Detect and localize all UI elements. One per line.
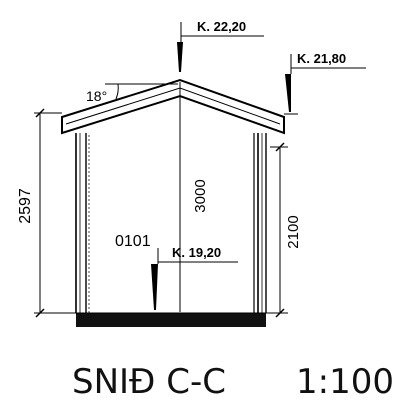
- floor-slab: [76, 313, 266, 327]
- wall-height-label: 2100: [285, 215, 302, 248]
- section-title: SNIÐ C-C: [72, 362, 226, 402]
- ridge-level-label: K. 22,20: [197, 19, 246, 34]
- total-height-dimension: [34, 108, 74, 318]
- floor-level-marker: [151, 248, 238, 310]
- ridge-height-label: 3000: [192, 179, 209, 212]
- left-wall: [75, 133, 90, 313]
- ridge-level-marker: [177, 22, 264, 72]
- roof-angle-label: 18°: [86, 88, 107, 104]
- roof-angle-arc: [115, 83, 119, 100]
- eave-level-marker: [284, 54, 366, 115]
- eave-level-label: K. 21,80: [297, 51, 346, 66]
- room-number-label: 0101: [115, 233, 151, 250]
- floor-level-label: K. 19,20: [172, 245, 221, 260]
- right-wall: [253, 133, 267, 313]
- scale-label: 1:100: [296, 362, 394, 402]
- wall-height-dimension: [270, 142, 288, 318]
- total-height-label: 2597: [17, 188, 34, 224]
